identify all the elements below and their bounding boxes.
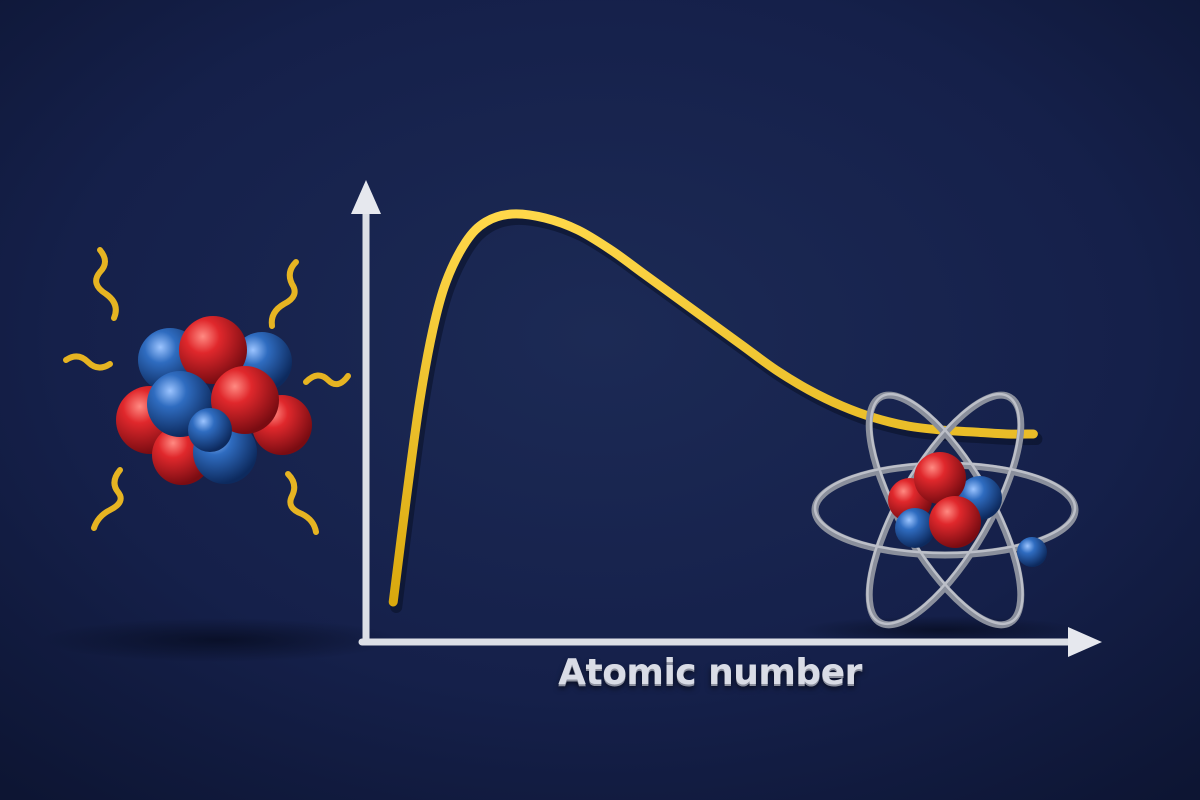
atom-nucleus xyxy=(888,452,1002,548)
nucleus-shadow xyxy=(40,618,400,662)
series-line xyxy=(388,209,1038,607)
x-axis-arrow-icon xyxy=(1068,627,1102,657)
radiation-wave-icon xyxy=(303,372,351,388)
radiation-wave-icon xyxy=(91,467,124,531)
nucleus-balls xyxy=(116,316,312,485)
radiation-wave-icon xyxy=(93,247,119,321)
neutron-ball xyxy=(188,408,232,452)
proton-ball xyxy=(929,496,981,548)
neutron-ball xyxy=(895,508,935,548)
unstable-nucleus-illustration xyxy=(63,247,351,535)
electron-ball xyxy=(1017,537,1047,567)
proton-ball xyxy=(179,316,247,384)
radiation-wave-icon xyxy=(63,353,113,371)
radiation-wave-icon xyxy=(268,259,299,329)
atom-illustration xyxy=(811,391,1079,629)
axes xyxy=(351,180,1102,657)
proton-ball xyxy=(914,452,966,504)
radiation-wave-icon xyxy=(285,471,319,535)
proton-ball xyxy=(211,366,279,434)
radiation-waves xyxy=(63,247,351,535)
x-axis-label: Atomic number xyxy=(558,652,862,693)
y-axis-arrow-icon xyxy=(351,180,381,214)
